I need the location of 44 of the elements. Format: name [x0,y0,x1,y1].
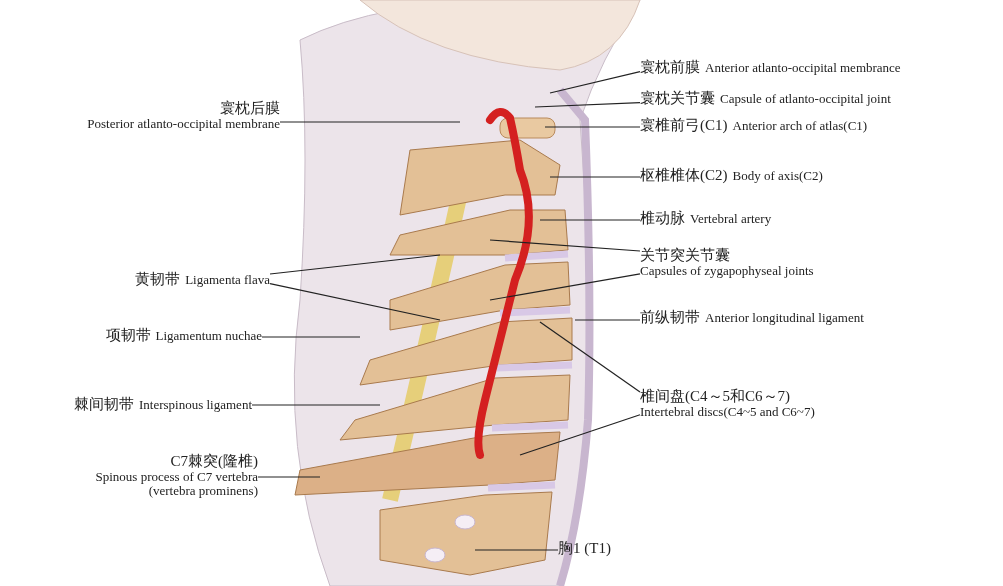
part-label: 关节突关节囊 [640,247,731,264]
part-label: 胸1 (T1) [558,540,611,556]
leader-line [519,414,641,456]
part-label: 前纵韧带 [640,309,700,325]
part-label: 棘间韧带 [74,396,134,412]
leader-line [269,254,441,275]
leader-line [549,71,641,94]
leader-line [269,283,441,321]
part-label: 黄韧带 [135,271,181,287]
part-label-translation: Anterior arch of atlas(C1) [732,118,868,133]
part-label-translation: Ligamentum nuchae [155,328,262,343]
leader-line [574,319,641,321]
leader-line [489,273,641,301]
part-label-translation: Spinous process of C7 vertebra (vertebra prominens) [94,469,258,499]
part-label-translation: Anterior atlanto-occipital membrance [705,60,901,75]
leader-line [279,121,461,123]
part-label-translation: Intertebral discs(C4~5 and C6~7) [640,404,815,419]
part-label: 寰枕后膜 [219,100,280,117]
part-label: 寰枕前膜 [640,59,700,75]
leader-line [474,549,559,551]
leader-line [251,404,381,406]
part-label: 寰枕关节囊 [640,90,715,106]
part-label-translation: Body of axis(C2) [732,168,823,183]
part-label: 椎动脉 [640,210,685,226]
part-label: 项韧带 [105,327,151,343]
leader-line [534,102,641,108]
part-label-translation: Capsule of atlanto-occipital joint [720,91,891,106]
part-label: 枢椎椎体(C2) [640,167,728,183]
part-label: C7棘突(隆椎) [169,453,258,470]
part-label-translation: Posterior atlanto-occipital membrane [87,116,280,131]
leader-line [489,239,641,252]
leader-line [544,126,641,128]
leader-line [261,336,361,338]
part-label-translation: Vertebral artery [690,211,772,226]
part-label: 椎间盘(C4～5和C6～7) [640,388,791,405]
part-label: 寰椎前弓(C1) [640,117,728,133]
part-label-translation: Ligamenta flava [185,272,270,287]
leader-line [257,476,321,478]
leader-line [539,219,641,221]
leader-line [549,176,641,178]
leader-line [539,321,641,393]
part-label-translation: Interspinous ligament [139,397,252,412]
part-label-translation: Capsules of zygapophyseal joints [640,263,814,278]
part-label-translation: Anterior longitudinal ligament [705,310,864,325]
